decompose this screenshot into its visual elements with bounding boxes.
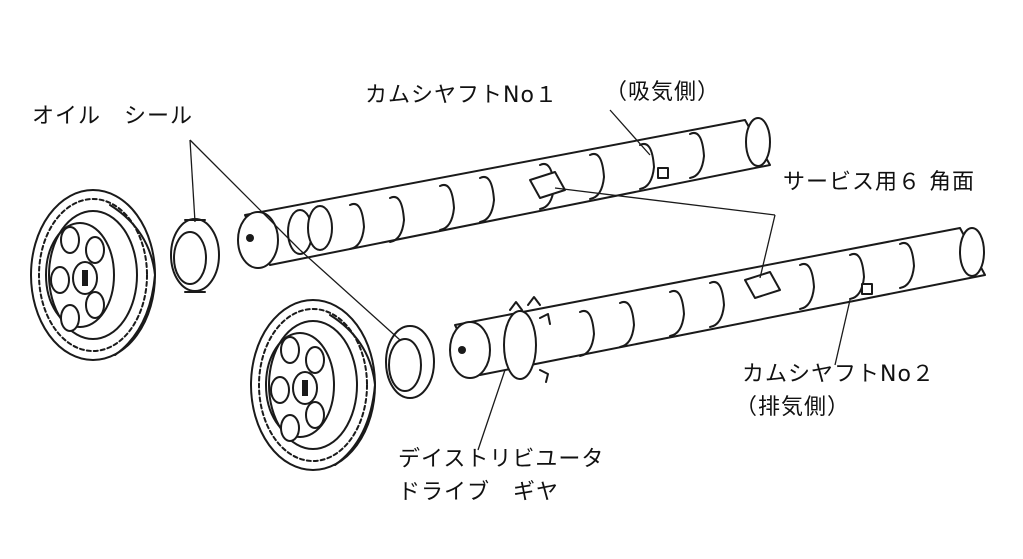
camshaft-no1 — [237, 117, 771, 269]
upper-timing-pulley — [30, 189, 156, 361]
distributor-gear-label-line2: ドライブ ギヤ — [398, 480, 560, 505]
service-hex-label: サービス用６ 角面 — [783, 170, 975, 195]
leader-lines — [189, 109, 851, 451]
camshaft-no1-label: カムシヤフトNo１ — [365, 83, 558, 108]
upper-oil-seal — [170, 218, 220, 293]
lower-timing-pulley — [250, 299, 376, 471]
camshaft-no2 — [449, 227, 986, 383]
oil-seal-label: オイル シール — [32, 104, 194, 129]
camshaft-no1-side-label: （吸気側） — [605, 80, 721, 105]
camshaft-no2-label: カムシヤフトNo２ — [742, 362, 935, 387]
camshaft-no2-side-label: （排気側） — [735, 395, 851, 420]
lower-oil-seal — [385, 325, 435, 399]
distributor-gear-label-line1: デイストリビユータ — [398, 447, 605, 472]
